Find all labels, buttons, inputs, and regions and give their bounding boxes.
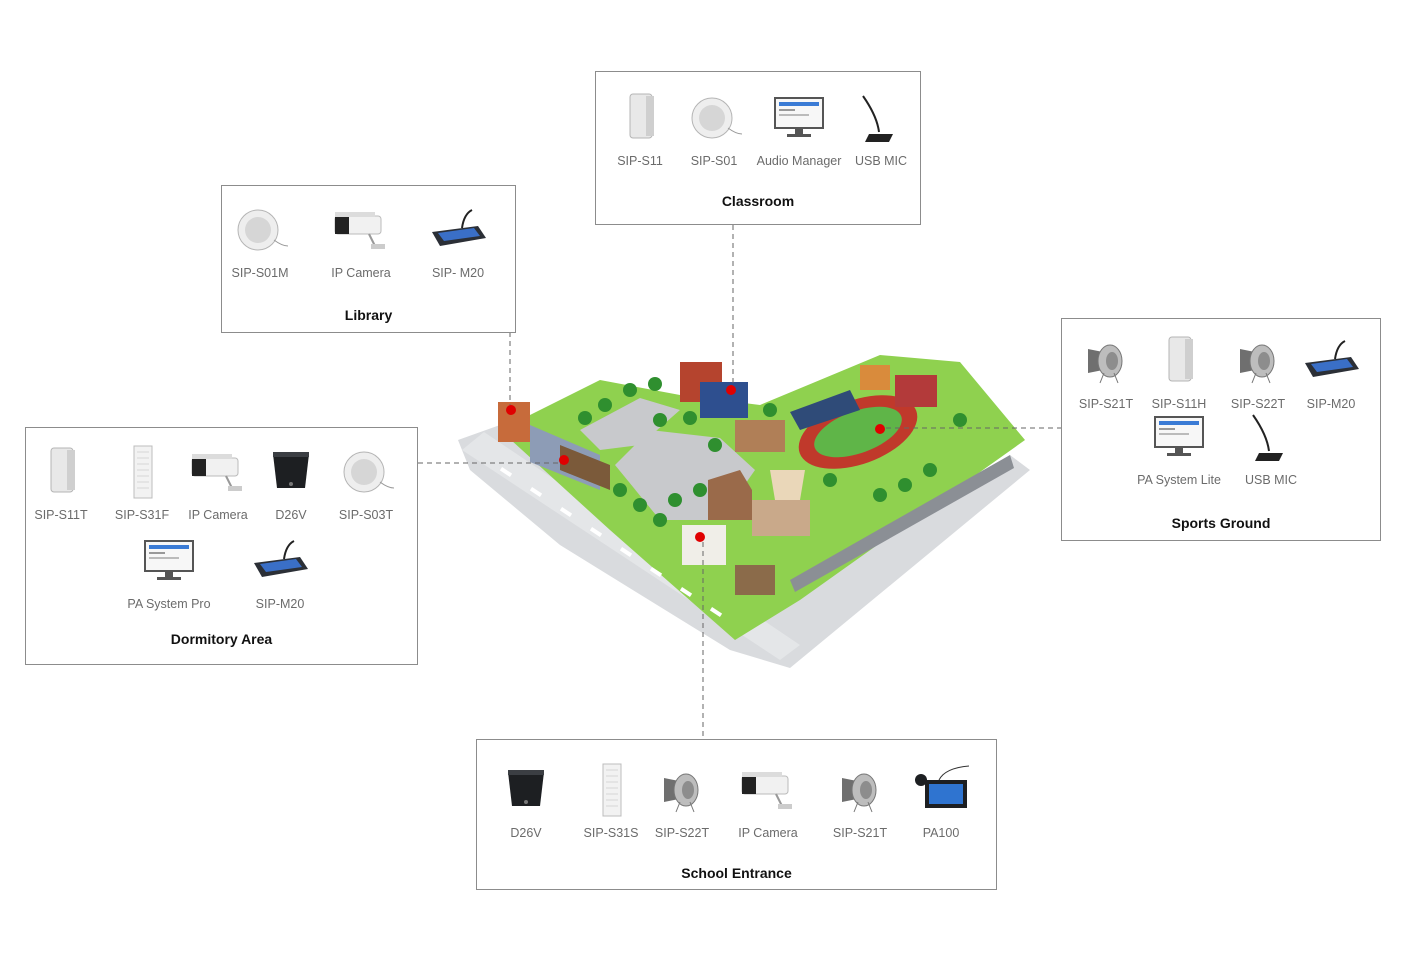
device-pa-system-lite[interactable]: PA System Lite [1131, 409, 1227, 487]
device-sip-s31s[interactable]: SIP-S31S [563, 762, 659, 840]
device-sip-s21t[interactable]: SIP-S21T [1058, 333, 1154, 411]
horn-speaker-icon [828, 762, 892, 818]
school-entrance-box: D26V SIP-S31S SIP-S22T IP Camera SIP-S21… [476, 739, 997, 890]
device-sip-s03t[interactable]: SIP-S03T [318, 444, 414, 522]
library-marker [506, 405, 516, 415]
device-sip-s22t[interactable]: SIP-S22T [1210, 333, 1306, 411]
device-usb-mic[interactable]: USB MIC [1223, 409, 1319, 487]
device-label: USB MIC [854, 154, 908, 168]
monitor-icon [767, 90, 831, 146]
zone-title: Library [344, 307, 393, 323]
device-label: D26V [510, 826, 542, 840]
device-sip-m20[interactable]: SIP- M20 [410, 202, 506, 280]
device-audio-manager[interactable]: Audio Manager [751, 90, 847, 168]
device-label: IP Camera [738, 826, 798, 840]
device-label: SIP-M20 [255, 597, 305, 611]
ceiling-speaker-icon [334, 444, 398, 500]
device-sip-s11[interactable]: SIP-S11 [592, 90, 688, 168]
pa-console-icon [909, 762, 973, 818]
zone-title: School Entrance [681, 865, 792, 881]
column-speaker-icon [110, 444, 174, 500]
paging-console-icon [426, 202, 490, 258]
device-label: SIP-M20 [1306, 397, 1356, 411]
device-ip-camera[interactable]: IP Camera [313, 202, 409, 280]
device-label: SIP-S22T [654, 826, 710, 840]
gooseneck-mic-icon [849, 90, 913, 146]
horn-speaker-icon [1074, 333, 1138, 389]
device-label: PA100 [922, 826, 960, 840]
device-label: SIP-S03T [338, 508, 394, 522]
device-label: SIP-S31F [114, 508, 170, 522]
intercom-icon [494, 762, 558, 818]
device-label: SIP-S11T [34, 508, 88, 522]
zone-title: Classroom [721, 193, 795, 209]
paging-console-icon [1299, 333, 1363, 389]
library-box: SIP-S01M IP Camera SIP- M20 Library [221, 185, 516, 333]
device-label: SIP-S01M [231, 266, 289, 280]
device-pa100[interactable]: PA100 [893, 762, 989, 840]
device-label: USB MIC [1244, 473, 1298, 487]
monitor-icon [1147, 409, 1211, 465]
device-sip-s01m[interactable]: SIP-S01M [212, 202, 308, 280]
ip-camera-icon [329, 202, 393, 258]
device-label: SIP-S11H [1151, 397, 1207, 411]
device-label: SIP-S21T [1078, 397, 1134, 411]
sports-ground-box: SIP-S21T SIP-S11H SIP-S22T SIP-M20 PA Sy… [1061, 318, 1381, 541]
device-d26v[interactable]: D26V [478, 762, 574, 840]
horn-speaker-icon [650, 762, 714, 818]
device-label: IP Camera [331, 266, 391, 280]
device-sip-s21t[interactable]: SIP-S21T [812, 762, 908, 840]
device-label: SIP- M20 [431, 266, 485, 280]
gooseneck-mic-icon [1239, 409, 1303, 465]
ip-camera-icon [736, 762, 800, 818]
ceiling-speaker-icon [228, 202, 292, 258]
device-sip-s11h[interactable]: SIP-S11H [1131, 333, 1227, 411]
device-sip-s31f[interactable]: SIP-S31F [94, 444, 190, 522]
zone-title: Dormitory Area [170, 631, 273, 647]
paging-console-icon [248, 533, 312, 589]
device-label: PA System Pro [127, 597, 211, 611]
device-ip-camera[interactable]: IP Camera [720, 762, 816, 840]
device-sip-s11t[interactable]: SIP-S11T [13, 444, 109, 522]
zone-title: Sports Ground [1171, 515, 1271, 531]
device-sip-s01[interactable]: SIP-S01 [666, 90, 762, 168]
device-label: PA System Lite [1137, 473, 1221, 487]
intercom-icon [259, 444, 323, 500]
wall-speaker-icon [29, 444, 93, 500]
device-usb-mic[interactable]: USB MIC [833, 90, 929, 168]
sports-marker [875, 424, 885, 434]
classroom-marker [726, 385, 736, 395]
device-pa-system-pro[interactable]: PA System Pro [121, 533, 217, 611]
device-label: SIP-S22T [1230, 397, 1286, 411]
dormitory-marker [559, 455, 569, 465]
device-sip-m20[interactable]: SIP-M20 [232, 533, 328, 611]
ceiling-speaker-icon [682, 90, 746, 146]
device-label: SIP-S21T [832, 826, 888, 840]
device-label: Audio Manager [756, 154, 842, 168]
device-sip-s22t[interactable]: SIP-S22T [634, 762, 730, 840]
horn-speaker-icon [1226, 333, 1290, 389]
device-label: SIP-S11 [617, 154, 663, 168]
device-label: SIP-S31S [583, 826, 639, 840]
device-d26v[interactable]: D26V [243, 444, 339, 522]
device-ip-camera[interactable]: IP Camera [170, 444, 266, 522]
wall-speaker-icon [1147, 333, 1211, 389]
device-label: SIP-S01 [690, 154, 738, 168]
monitor-icon [137, 533, 201, 589]
device-sip-m20[interactable]: SIP-M20 [1283, 333, 1379, 411]
device-label: IP Camera [188, 508, 248, 522]
wall-speaker-icon [608, 90, 672, 146]
entrance-marker [695, 532, 705, 542]
classroom-box: SIP-S11 SIP-S01 Audio Manager USB MIC Cl… [595, 71, 921, 225]
ip-camera-icon [186, 444, 250, 500]
dormitory-box: SIP-S11T SIP-S31F IP Camera D26V SIP-S03… [25, 427, 418, 665]
device-label: D26V [275, 508, 307, 522]
